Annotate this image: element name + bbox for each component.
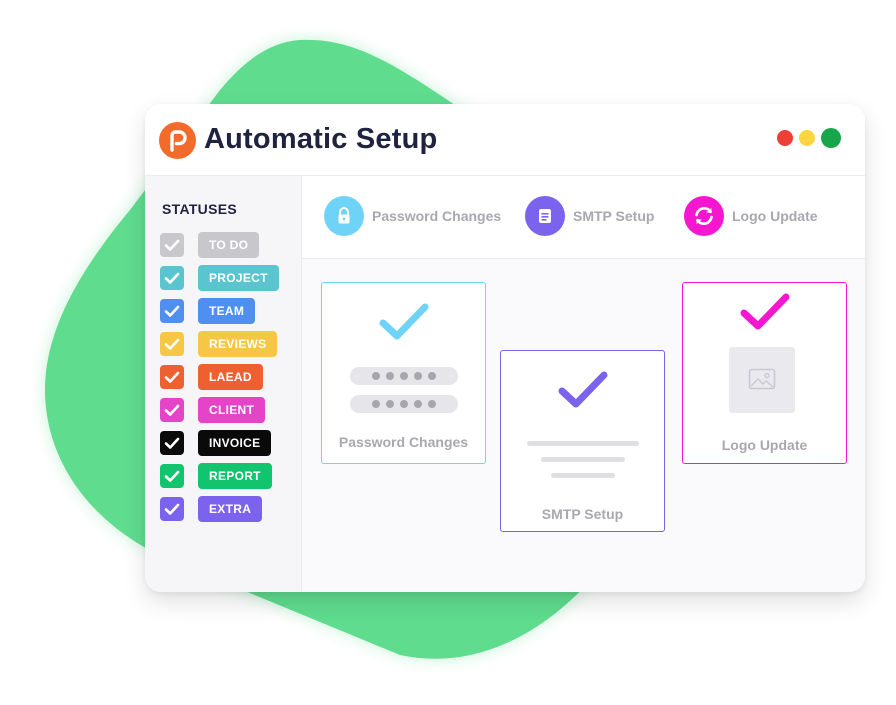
status-tag[interactable]: PROJECT	[198, 265, 279, 291]
checkmark-icon	[164, 404, 180, 416]
maximize-window-button[interactable]	[821, 128, 841, 148]
tab-password-changes[interactable]: Password Changes	[324, 196, 501, 236]
status-tag[interactable]: LAEAD	[198, 364, 263, 390]
status-tag[interactable]: EXTRA	[198, 496, 263, 522]
checkmark-icon	[164, 437, 180, 449]
sidebar: STATUSES TO DO PROJECT TEAM REVIEWS LAEAD CLI…	[145, 176, 302, 592]
window-controls	[777, 128, 841, 148]
status-item: REPORT	[160, 463, 300, 496]
status-item: REVIEWS	[160, 331, 300, 364]
status-checkbox[interactable]	[160, 365, 184, 389]
main-panel: Password Changes SMTP Setup	[302, 176, 865, 592]
checkmark-icon	[379, 303, 429, 340]
password-field-placeholder	[350, 395, 458, 413]
status-tag[interactable]: INVOICE	[198, 430, 272, 456]
lock-icon	[324, 196, 364, 236]
status-checkbox[interactable]	[160, 398, 184, 422]
status-tag[interactable]: REVIEWS	[198, 331, 278, 357]
tab-logo-update[interactable]: Logo Update	[684, 196, 818, 236]
checkmark-icon	[164, 305, 180, 317]
smtp-setup-card[interactable]: SMTP Setup	[500, 350, 665, 532]
checkmark-icon	[164, 371, 180, 383]
checkmark-icon	[164, 272, 180, 284]
status-item: INVOICE	[160, 430, 300, 463]
checkmark-icon	[164, 503, 180, 515]
sidebar-title: STATUSES	[162, 201, 237, 217]
minimize-window-button[interactable]	[799, 130, 815, 146]
status-item: TO DO	[160, 232, 300, 265]
tab-smtp-setup[interactable]: SMTP Setup	[525, 196, 654, 236]
status-checkbox[interactable]	[160, 497, 184, 521]
card-label: Password Changes	[338, 434, 469, 450]
card-label: Logo Update	[721, 437, 808, 453]
tab-label: Password Changes	[372, 208, 502, 224]
image-placeholder	[729, 347, 795, 413]
checkmark-icon	[164, 470, 180, 482]
status-item: LAEAD	[160, 364, 300, 397]
password-changes-card[interactable]: Password Changes	[321, 282, 486, 464]
app-title: Automatic Setup	[204, 123, 438, 155]
checkmark-icon	[740, 293, 790, 330]
status-checkbox[interactable]	[160, 431, 184, 455]
status-checkbox[interactable]	[160, 299, 184, 323]
status-checkbox[interactable]	[160, 266, 184, 290]
app-window: Automatic Setup STATUSES TO DO PROJECT TEA…	[145, 104, 865, 592]
status-item: EXTRA	[160, 496, 300, 529]
logo-update-card[interactable]: Logo Update	[682, 282, 847, 464]
tab-label: SMTP Setup	[573, 208, 655, 224]
setup-tabs: Password Changes SMTP Setup	[302, 176, 865, 259]
checkmark-icon	[164, 338, 180, 350]
document-icon	[525, 196, 565, 236]
logo-p-icon	[159, 122, 196, 159]
checkmark-icon	[164, 239, 180, 251]
card-label: SMTP Setup	[541, 506, 624, 522]
text-line-placeholder	[527, 441, 639, 446]
tab-label: Logo Update	[732, 208, 818, 224]
password-field-placeholder	[350, 367, 458, 385]
status-list: TO DO PROJECT TEAM REVIEWS LAEAD CLIENT INVOIC…	[160, 232, 300, 529]
text-line-placeholder	[551, 473, 615, 478]
close-window-button[interactable]	[777, 130, 793, 146]
status-item: TEAM	[160, 298, 300, 331]
status-tag[interactable]: TEAM	[198, 298, 256, 324]
status-checkbox[interactable]	[160, 332, 184, 356]
status-item: CLIENT	[160, 397, 300, 430]
status-item: PROJECT	[160, 265, 300, 298]
status-tag[interactable]: TO DO	[198, 232, 260, 258]
status-tag[interactable]: REPORT	[198, 463, 272, 489]
status-checkbox[interactable]	[160, 464, 184, 488]
checkmark-icon	[558, 371, 608, 408]
status-checkbox[interactable]	[160, 233, 184, 257]
title-bar: Automatic Setup	[145, 104, 865, 176]
refresh-icon	[684, 196, 724, 236]
text-line-placeholder	[541, 457, 625, 462]
image-icon	[748, 368, 776, 390]
status-tag[interactable]: CLIENT	[198, 397, 266, 423]
